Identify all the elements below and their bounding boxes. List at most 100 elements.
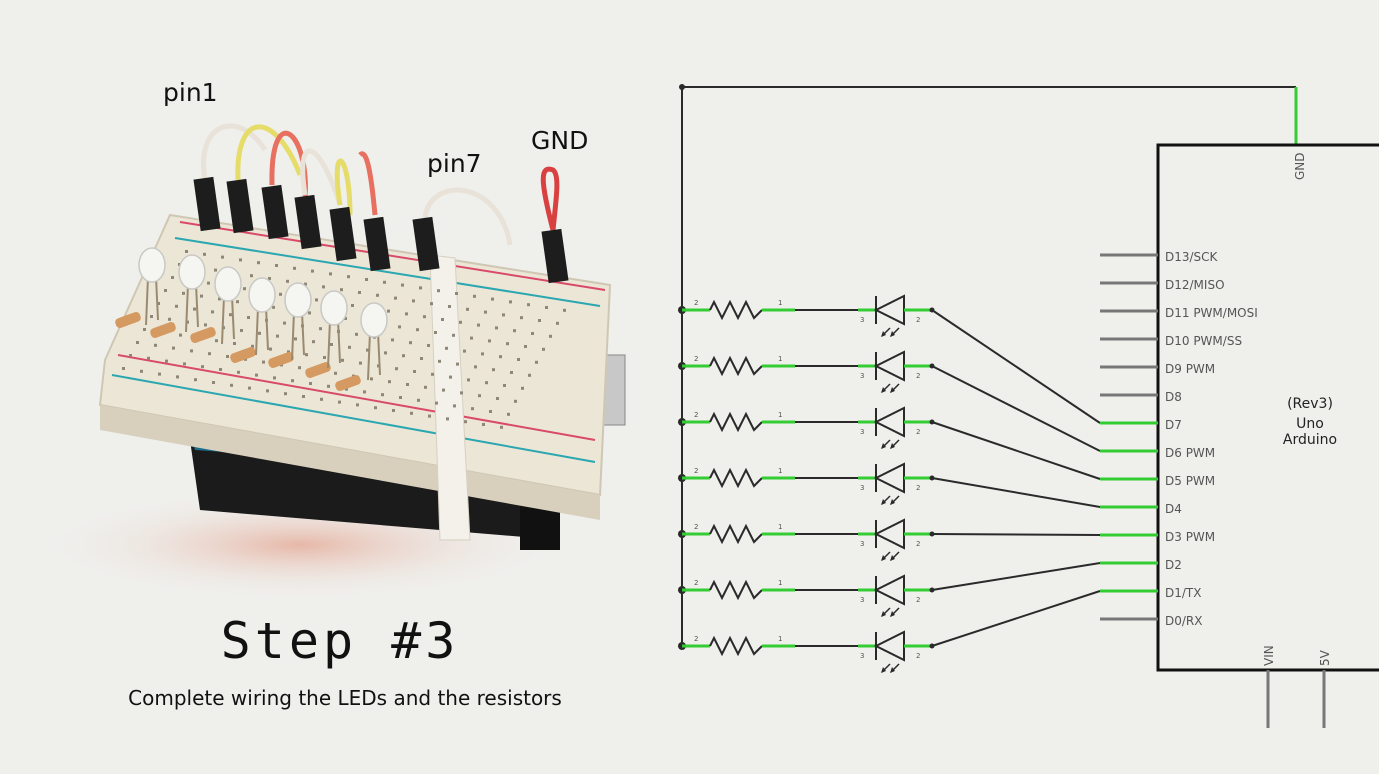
hole bbox=[269, 347, 272, 351]
led-leg-a-1 bbox=[185, 283, 189, 333]
hole bbox=[423, 315, 426, 319]
hole bbox=[226, 355, 229, 358]
pin-label-1: D12/MISO bbox=[1165, 278, 1225, 292]
hole bbox=[466, 307, 469, 311]
led-leg-b-6 bbox=[377, 331, 381, 376]
board-model: Uno bbox=[1296, 416, 1324, 432]
led-arrowhead-5-1 bbox=[890, 611, 895, 617]
hole bbox=[164, 289, 167, 292]
power-rail-blue-top bbox=[174, 237, 601, 307]
hole bbox=[194, 378, 197, 382]
pin-label-9: D4 bbox=[1165, 502, 1182, 516]
hole bbox=[250, 274, 253, 278]
led-leg-b-4 bbox=[301, 311, 305, 356]
hole bbox=[201, 365, 204, 369]
hole bbox=[172, 346, 175, 350]
bottom-pin-label-1: 5V bbox=[1318, 649, 1332, 666]
hole bbox=[258, 331, 261, 335]
hole bbox=[503, 384, 506, 387]
resistor-0 bbox=[709, 299, 763, 321]
hole bbox=[453, 404, 456, 408]
hole bbox=[478, 394, 481, 398]
led-arrowhead-2-0 bbox=[881, 443, 886, 449]
hole bbox=[542, 347, 545, 351]
led-pin-b-1: 2 bbox=[916, 372, 920, 380]
hole bbox=[243, 287, 246, 291]
board-name: Arduino bbox=[1283, 432, 1337, 448]
hole bbox=[275, 264, 278, 267]
led-arrowhead-5-0 bbox=[881, 611, 886, 617]
led-pin-a-5: 3 bbox=[860, 596, 864, 604]
led-symbol-4 bbox=[873, 518, 905, 550]
breadboard-edge bbox=[100, 405, 600, 520]
hole bbox=[531, 332, 534, 335]
hole bbox=[521, 386, 524, 390]
hole bbox=[304, 282, 307, 286]
hole bbox=[455, 292, 458, 295]
hole bbox=[402, 354, 405, 358]
hole bbox=[140, 369, 143, 373]
hole bbox=[183, 362, 186, 366]
hole bbox=[474, 365, 477, 369]
photo-led-5 bbox=[320, 290, 348, 326]
led-pin-a-3: 3 bbox=[860, 484, 864, 492]
hole bbox=[179, 333, 182, 337]
hole bbox=[200, 294, 203, 298]
hole bbox=[330, 343, 333, 346]
hole bbox=[240, 329, 243, 332]
hole bbox=[413, 370, 416, 373]
hole bbox=[496, 397, 499, 400]
hole bbox=[211, 310, 214, 314]
hole bbox=[212, 381, 215, 384]
led-arrowhead-2-1 bbox=[890, 443, 895, 449]
hole bbox=[517, 358, 520, 361]
hole bbox=[176, 375, 179, 379]
hole bbox=[185, 250, 188, 253]
hole bbox=[221, 255, 224, 259]
photo-resistors bbox=[115, 311, 361, 392]
hole bbox=[136, 341, 139, 344]
hole bbox=[430, 302, 433, 306]
hole bbox=[355, 332, 358, 336]
wire-to-pin-0 bbox=[931, 309, 1101, 424]
wire-to-pin-6 bbox=[931, 590, 1101, 647]
hole bbox=[351, 304, 354, 307]
hole bbox=[262, 360, 265, 364]
hole bbox=[279, 292, 282, 296]
pin-label-0: D13/SCK bbox=[1165, 250, 1219, 264]
res-pin-b-1: 1 bbox=[778, 355, 782, 363]
jumper-header-2 bbox=[261, 184, 289, 240]
jumper-header-4 bbox=[329, 206, 357, 262]
led-arrowhead-0-1 bbox=[890, 331, 895, 337]
photo-resistor-3 bbox=[230, 346, 256, 364]
hole bbox=[370, 377, 373, 381]
power-rail-blue-bottom bbox=[111, 374, 596, 463]
resistor-3 bbox=[709, 467, 763, 489]
hole bbox=[506, 342, 509, 346]
hole bbox=[420, 357, 423, 360]
led-leg-a-4 bbox=[291, 311, 295, 361]
board-rev: (Rev3) bbox=[1287, 396, 1333, 412]
hole bbox=[513, 329, 516, 333]
hole bbox=[348, 345, 351, 349]
hole bbox=[438, 359, 441, 363]
hole bbox=[467, 378, 470, 382]
jumper-header-5 bbox=[363, 216, 391, 272]
photo-resistor-2 bbox=[190, 326, 216, 344]
jumper-header-6 bbox=[412, 216, 440, 272]
hole bbox=[446, 417, 449, 421]
hole bbox=[147, 356, 150, 360]
jumper-wire-1 bbox=[235, 124, 303, 181]
led-symbol-1 bbox=[873, 350, 905, 382]
hole bbox=[459, 320, 462, 324]
hole bbox=[563, 308, 566, 312]
hole bbox=[129, 354, 132, 357]
res-pin-a-3: 2 bbox=[694, 467, 698, 475]
hole bbox=[341, 358, 344, 362]
